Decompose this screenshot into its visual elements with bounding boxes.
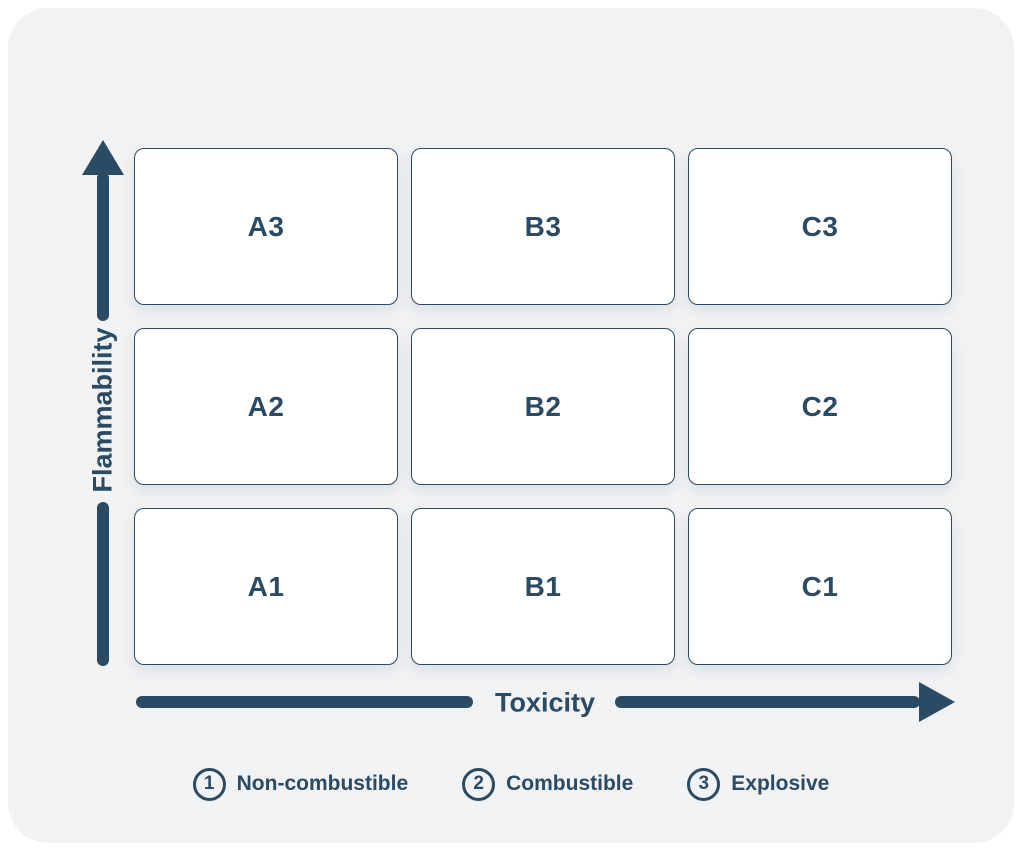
cell-label: C2 xyxy=(801,390,839,422)
hazard-matrix-grid: A3 B3 C3 A2 B2 C2 A1 B1 C1 xyxy=(134,148,952,665)
x-axis-line-left xyxy=(136,696,473,708)
y-axis-line-upper xyxy=(97,172,109,321)
matrix-cell-b3: B3 xyxy=(411,148,675,305)
legend-number-badge: 1 xyxy=(192,767,226,801)
matrix-cell-c3: C3 xyxy=(688,148,952,305)
cell-label: C1 xyxy=(801,570,839,602)
x-axis-label: Toxicity xyxy=(494,687,596,718)
legend: 1 Non-combustible 2 Combustible 3 Explos… xyxy=(8,761,1014,807)
matrix-cell-c2: C2 xyxy=(688,328,952,485)
arrow-right-icon xyxy=(919,682,955,722)
legend-label: Non-combustible xyxy=(236,772,409,795)
cell-label: B1 xyxy=(524,570,562,602)
legend-number-badge: 3 xyxy=(687,767,721,801)
y-axis-line-lower xyxy=(97,502,109,666)
matrix-cell-b1: B1 xyxy=(411,508,675,665)
cell-label: C3 xyxy=(801,210,839,242)
matrix-cell-a1: A1 xyxy=(134,508,398,665)
x-axis-line-right xyxy=(615,696,920,708)
legend-item-explosive: 3 Explosive xyxy=(687,767,830,801)
arrow-up-icon xyxy=(82,140,124,175)
legend-label: Combustible xyxy=(506,772,634,795)
cell-label: A2 xyxy=(247,390,285,422)
legend-item-non-combustible: 1 Non-combustible xyxy=(192,767,409,801)
matrix-cell-c1: C1 xyxy=(688,508,952,665)
cell-label: A3 xyxy=(247,210,285,242)
matrix-cell-a2: A2 xyxy=(134,328,398,485)
cell-label: B3 xyxy=(524,210,562,242)
matrix-cell-b2: B2 xyxy=(411,328,675,485)
matrix-cell-a3: A3 xyxy=(134,148,398,305)
y-axis-label: Flammability xyxy=(87,327,118,493)
cell-label: A1 xyxy=(247,570,285,602)
legend-item-combustible: 2 Combustible xyxy=(462,767,634,801)
legend-label: Explosive xyxy=(731,772,830,795)
legend-number-badge: 2 xyxy=(462,767,496,801)
hazard-matrix-panel: Flammability A3 B3 C3 A2 B2 C2 A1 B1 C1 … xyxy=(8,8,1014,843)
cell-label: B2 xyxy=(524,390,562,422)
